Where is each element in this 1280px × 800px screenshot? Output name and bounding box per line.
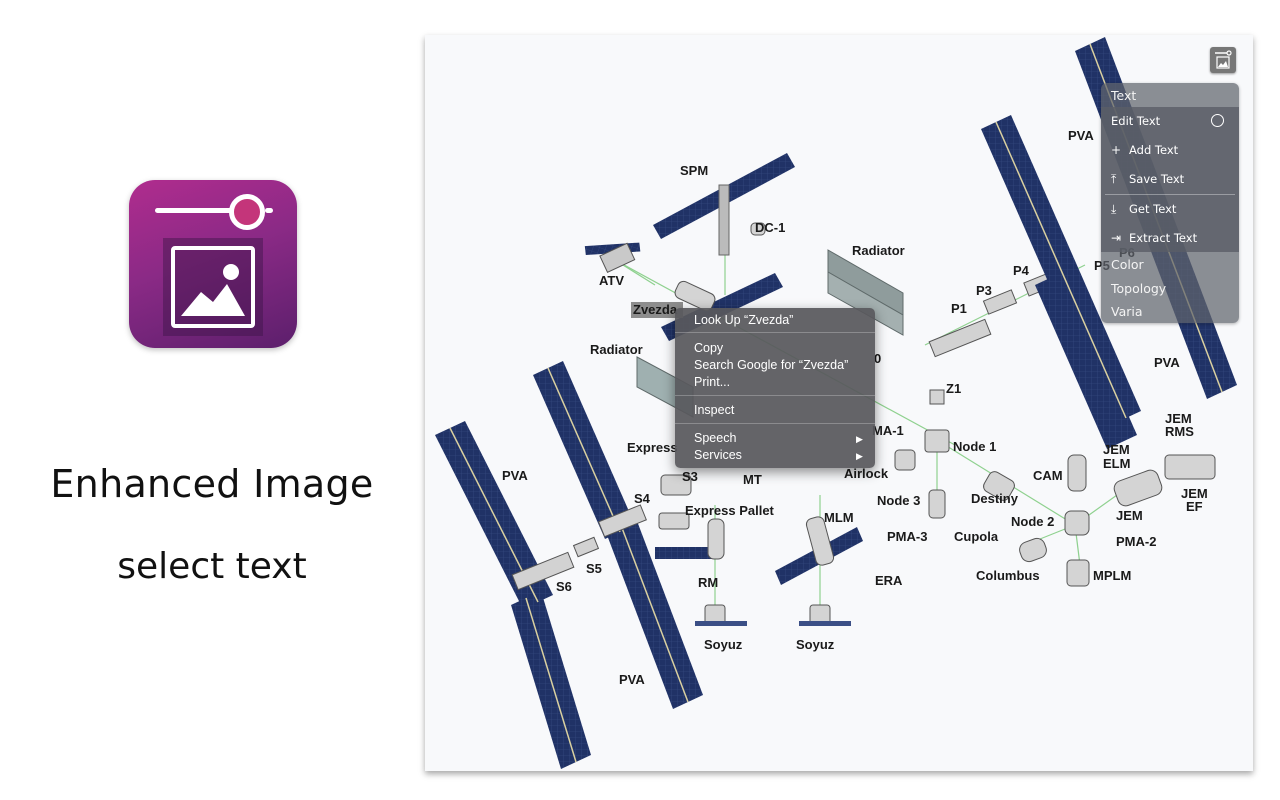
label-mt: MT bbox=[743, 472, 762, 487]
chevron-right-icon: ▶ bbox=[856, 451, 863, 462]
app-icon bbox=[129, 180, 297, 348]
download-icon: ⤓ bbox=[1111, 198, 1129, 220]
photo-icon bbox=[163, 238, 263, 336]
label-mplm: MPLM bbox=[1093, 568, 1131, 583]
label-pma2: PMA-2 bbox=[1116, 534, 1156, 549]
ctx-search-google[interactable]: Search Google for “Zvezda” bbox=[694, 357, 848, 374]
add-text-item[interactable]: +Add Text bbox=[1111, 139, 1178, 161]
ctx-separator bbox=[675, 395, 875, 396]
label-cam: CAM bbox=[1033, 468, 1063, 483]
image-settings-icon bbox=[1210, 47, 1236, 73]
label-pva-bottom: PVA bbox=[619, 672, 645, 687]
label-atv: ATV bbox=[599, 273, 624, 288]
label-express-pallet: Express Pallet bbox=[685, 503, 775, 518]
save-text-item[interactable]: ⤒Save Text bbox=[1111, 168, 1184, 190]
slider-knob bbox=[229, 194, 265, 230]
ctx-copy[interactable]: Copy bbox=[694, 340, 723, 357]
chevron-right-icon: ▶ bbox=[856, 434, 863, 445]
ctx-look-up[interactable]: Look Up “Zvezda” bbox=[694, 312, 793, 329]
context-menu: Look Up “Zvezda” Copy Search Google for … bbox=[675, 308, 875, 468]
label-destiny: Destiny bbox=[971, 491, 1019, 506]
label-airlock: Airlock bbox=[844, 466, 889, 481]
label-jem-elm-1: JEM bbox=[1103, 442, 1130, 457]
extract-text-item[interactable]: ⇥Extract Text bbox=[1111, 227, 1197, 249]
label-jem-elm-2: ELM bbox=[1103, 456, 1130, 471]
promo-title: Enhanced Image bbox=[0, 462, 424, 506]
menu-section-text[interactable]: Text bbox=[1111, 88, 1136, 103]
label-mlm: MLM bbox=[824, 510, 854, 525]
label-z1: Z1 bbox=[946, 381, 961, 396]
label-s0: 0 bbox=[874, 351, 881, 366]
label-pma3: PMA-3 bbox=[887, 529, 927, 544]
label-node1: Node 1 bbox=[953, 439, 996, 454]
menu-section-varia[interactable]: Varia bbox=[1111, 304, 1143, 319]
label-p4: P4 bbox=[1013, 263, 1030, 278]
label-p3: P3 bbox=[976, 283, 992, 298]
label-node2: Node 2 bbox=[1011, 514, 1054, 529]
label-s4: S4 bbox=[634, 491, 651, 506]
ctx-inspect[interactable]: Inspect bbox=[694, 402, 734, 419]
ctx-speech[interactable]: Speech bbox=[694, 430, 736, 447]
side-menu: Text Edit Text +Add Text ⤒Save Text ⤓Get… bbox=[1101, 83, 1239, 323]
circle-icon[interactable] bbox=[1211, 114, 1224, 127]
label-jem: JEM bbox=[1116, 508, 1143, 523]
toolbar-toggle-button[interactable] bbox=[1210, 47, 1236, 73]
label-pva-right: PVA bbox=[1154, 355, 1180, 370]
get-text-item[interactable]: ⤓Get Text bbox=[1111, 198, 1176, 220]
label-columbus: Columbus bbox=[976, 568, 1040, 583]
label-s3: S3 bbox=[682, 469, 698, 484]
label-s6: S6 bbox=[556, 579, 572, 594]
submenu-divider bbox=[1105, 194, 1235, 195]
label-spm: SPM bbox=[680, 163, 708, 178]
label-cupola: Cupola bbox=[954, 529, 999, 544]
label-soyuz-left: Soyuz bbox=[704, 637, 743, 652]
upload-icon: ⤒ bbox=[1111, 168, 1129, 190]
label-s5: S5 bbox=[586, 561, 602, 576]
text-submenu: Edit Text +Add Text ⤒Save Text ⤓Get Text… bbox=[1101, 107, 1239, 252]
label-p1: P1 bbox=[951, 301, 967, 316]
label-rm: RM bbox=[698, 575, 718, 590]
plus-icon: + bbox=[1111, 139, 1129, 161]
menu-section-color[interactable]: Color bbox=[1111, 257, 1144, 272]
label-jem-ef-2: EF bbox=[1186, 499, 1203, 514]
label-pma1: MA-1 bbox=[872, 423, 904, 438]
label-jem-rms-2: RMS bbox=[1165, 424, 1194, 439]
label-radiator-top: Radiator bbox=[852, 243, 905, 258]
ctx-services[interactable]: Services bbox=[694, 447, 742, 464]
edit-text-item[interactable]: Edit Text bbox=[1111, 110, 1160, 132]
label-soyuz-right: Soyuz bbox=[796, 637, 835, 652]
promo-subtitle: select text bbox=[0, 546, 424, 587]
label-era: ERA bbox=[875, 573, 903, 588]
export-icon: ⇥ bbox=[1111, 227, 1129, 249]
label-express: Express bbox=[627, 440, 678, 455]
menu-section-topology[interactable]: Topology bbox=[1111, 281, 1166, 296]
label-dc1: DC-1 bbox=[755, 220, 785, 235]
image-panel[interactable]: SPM DC-1 ATV Radiator Radiator PVA PVA P… bbox=[425, 35, 1253, 771]
label-radiator-left: Radiator bbox=[590, 342, 643, 357]
slider-track-end bbox=[265, 208, 273, 213]
label-pva-top: PVA bbox=[1068, 128, 1094, 143]
label-zvezda: Zvezda bbox=[633, 302, 677, 317]
label-node3: Node 3 bbox=[877, 493, 920, 508]
label-pva-left: PVA bbox=[502, 468, 528, 483]
ctx-separator bbox=[675, 332, 875, 333]
ctx-print[interactable]: Print... bbox=[694, 374, 730, 391]
ctx-separator bbox=[675, 423, 875, 424]
